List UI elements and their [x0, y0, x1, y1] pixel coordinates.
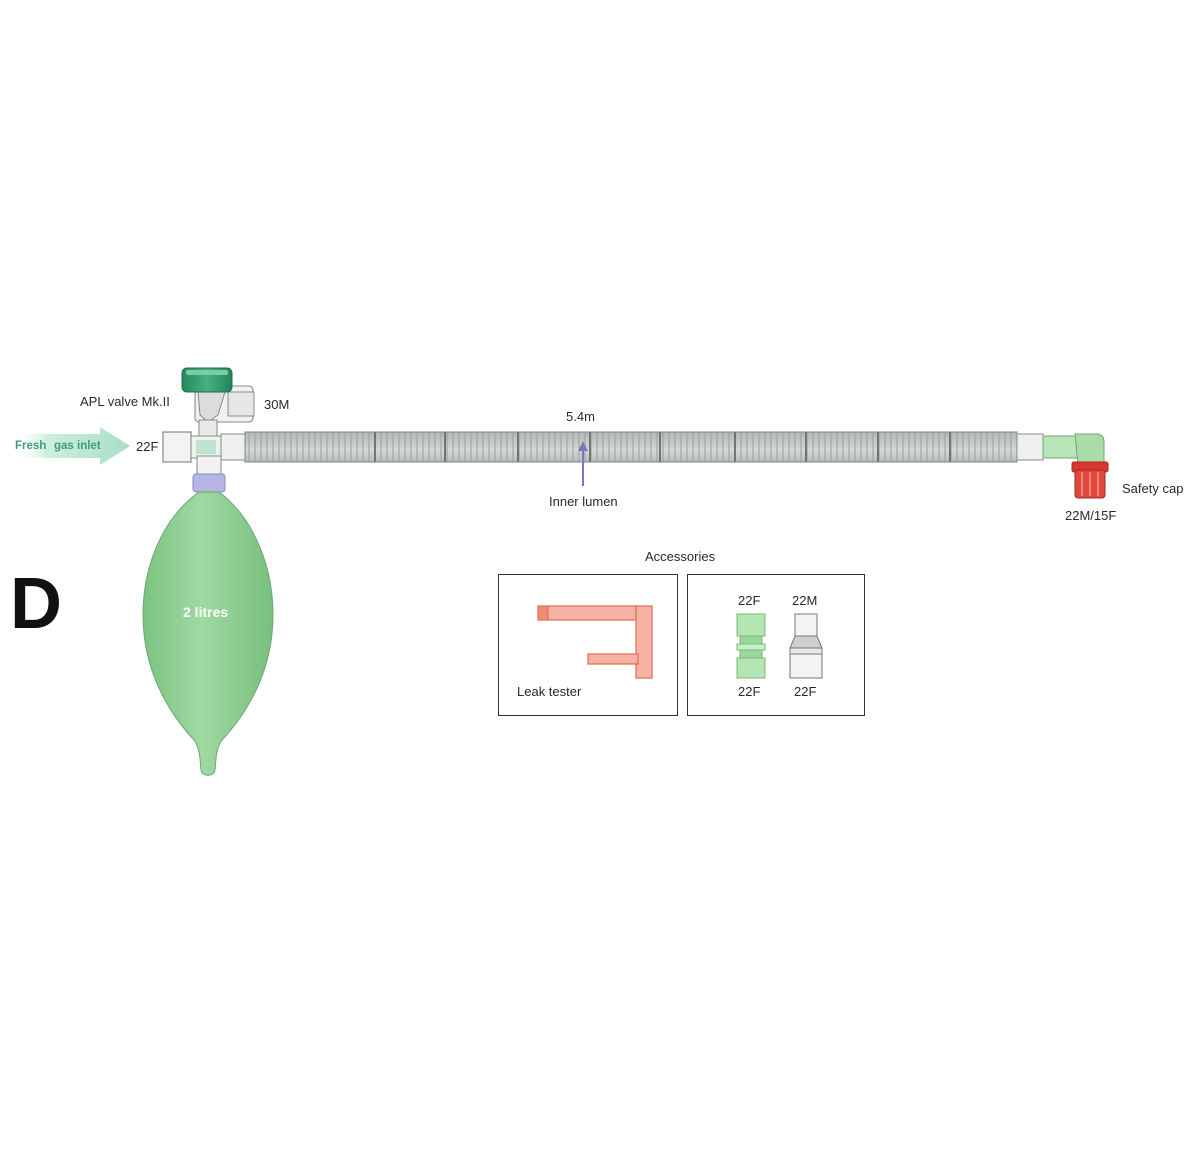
fresh-gas-inlet-arrow — [12, 427, 130, 465]
green-adaptor-bottom-label: 22F — [738, 684, 761, 699]
safety-cap — [1071, 461, 1109, 499]
apl-valve — [181, 367, 255, 437]
end-connector-label: 22M/15F — [1065, 508, 1117, 523]
corrugated-tube — [220, 431, 1044, 463]
adaptors-box — [687, 574, 865, 716]
bag-volume-label: 2 litres — [183, 604, 229, 620]
accessories-title: Accessories — [645, 549, 716, 564]
panel-letter: D — [10, 564, 62, 644]
leak-tester-label: Leak tester — [517, 684, 582, 699]
apl-valve-label: APL valve Mk.II — [80, 394, 170, 409]
fresh-gas-label-word1: Fresh — [15, 440, 47, 452]
inner-lumen-arrow — [578, 441, 588, 486]
patient-elbow-connector — [1042, 433, 1105, 465]
tube-length-label: 5.4m — [566, 409, 595, 424]
green-adaptor-top-label: 22F — [738, 593, 761, 608]
grey-adaptor-top-label: 22M — [792, 593, 818, 608]
inner-lumen-label: Inner lumen — [549, 494, 618, 509]
reservoir-bag — [142, 491, 274, 776]
fresh-gas-label-word2: gas inlet — [54, 440, 101, 452]
port-30m-label: 30M — [264, 397, 290, 412]
inlet-connector — [162, 431, 222, 463]
port-22f-label: 22F — [136, 439, 159, 454]
grey-adaptor-bottom-label: 22F — [794, 684, 817, 699]
bag-neck — [192, 455, 226, 493]
safety-cap-label: Safety cap — [1122, 481, 1184, 496]
